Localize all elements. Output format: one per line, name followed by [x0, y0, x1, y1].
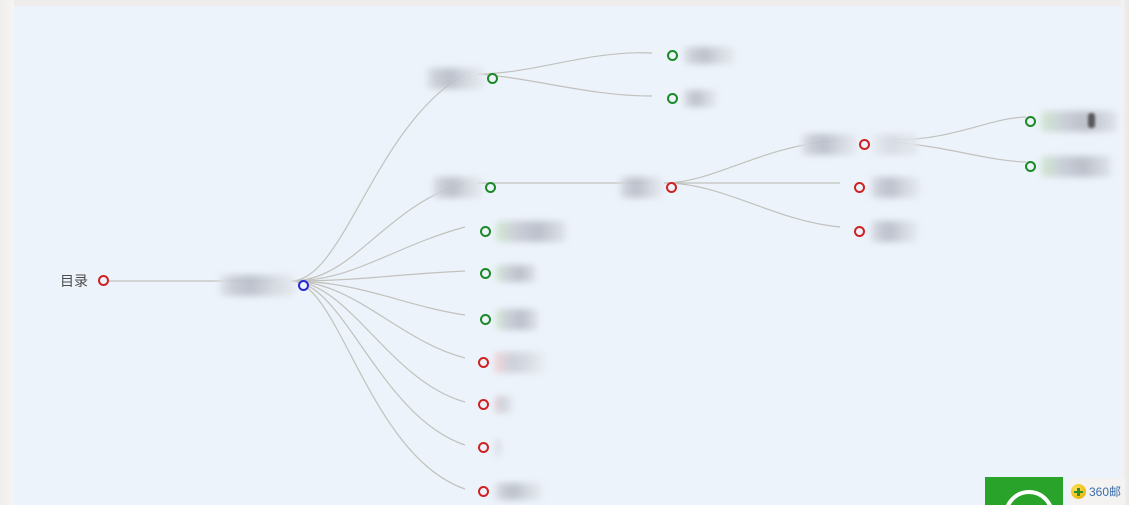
node-d3[interactable] [854, 221, 918, 242]
node-d1[interactable] [801, 134, 918, 155]
node-d3-label [870, 221, 918, 242]
mindmap-edges [105, 52, 1027, 490]
node-b1a-label [683, 47, 735, 64]
node-b2-label [432, 177, 482, 198]
green-popup-widget[interactable] [985, 477, 1063, 505]
node-b4[interactable] [480, 265, 536, 282]
node-b1b-label [683, 90, 717, 107]
node-b8-label [494, 439, 502, 456]
node-b3[interactable] [480, 221, 566, 242]
circle-arc-icon [1004, 490, 1054, 505]
window-right-edge [1121, 0, 1129, 505]
node-b1b-marker-icon[interactable] [667, 93, 678, 104]
node-b1[interactable] [426, 68, 498, 89]
node-c1-marker-icon[interactable] [666, 182, 677, 193]
node-b6-marker-icon[interactable] [478, 357, 489, 368]
node-b6-label [494, 352, 546, 373]
hub-node[interactable] [219, 275, 309, 296]
node-b1-label [426, 68, 484, 89]
plus-badge-icon [1071, 484, 1086, 499]
node-b7-marker-icon[interactable] [478, 399, 489, 410]
node-e2-label [1041, 156, 1111, 177]
node-b8-marker-icon[interactable] [478, 442, 489, 453]
node-d2[interactable] [854, 177, 920, 198]
node-b8[interactable] [478, 439, 502, 456]
tray-item-label: 360邮 [1089, 485, 1122, 499]
node-e2-marker-icon[interactable] [1025, 161, 1036, 172]
root-label: 目录 [60, 273, 88, 289]
node-b9-marker-icon[interactable] [478, 486, 489, 497]
node-e2[interactable] [1025, 156, 1111, 177]
hub-marker-icon[interactable] [298, 280, 309, 291]
mindmap-canvas[interactable]: 目录 [14, 6, 1121, 505]
node-e1-label [1041, 111, 1117, 132]
node-b4-marker-icon[interactable] [480, 268, 491, 279]
node-e1-cursor-mark [1088, 113, 1095, 128]
node-b1-marker-icon[interactable] [487, 73, 498, 84]
hub-node-label [219, 275, 295, 296]
node-b1a-marker-icon[interactable] [667, 50, 678, 61]
taskbar-tray-item[interactable]: 360邮 [1069, 478, 1126, 505]
node-d1-label-right [872, 134, 918, 155]
window-left-edge [0, 0, 14, 505]
node-b5-marker-icon[interactable] [480, 314, 491, 325]
node-b2-marker-icon[interactable] [485, 182, 496, 193]
node-b3-marker-icon[interactable] [480, 226, 491, 237]
node-b5[interactable] [480, 309, 538, 330]
node-b1b[interactable] [667, 90, 717, 107]
node-b9[interactable] [478, 483, 542, 500]
node-c1[interactable] [619, 177, 677, 198]
node-b7[interactable] [478, 396, 514, 413]
node-d1-label-left [801, 134, 857, 155]
node-b5-label [496, 309, 538, 330]
node-b1a[interactable] [667, 47, 735, 64]
node-d2-marker-icon[interactable] [854, 182, 865, 193]
node-d3-marker-icon[interactable] [854, 226, 865, 237]
node-d1-marker-icon[interactable] [859, 139, 870, 150]
node-d2-label [870, 177, 920, 198]
node-b7-label [494, 396, 514, 413]
node-b6[interactable] [478, 352, 546, 373]
node-b9-label [494, 483, 542, 500]
window-top-edge [0, 0, 1129, 6]
node-c1-label [619, 177, 663, 198]
node-e1[interactable] [1025, 111, 1117, 132]
node-b4-label [496, 265, 536, 282]
node-e1-marker-icon[interactable] [1025, 116, 1036, 127]
root-node[interactable] [98, 275, 109, 286]
node-b3-label [496, 221, 566, 242]
root-marker-icon[interactable] [98, 275, 109, 286]
node-b2[interactable] [432, 177, 496, 198]
